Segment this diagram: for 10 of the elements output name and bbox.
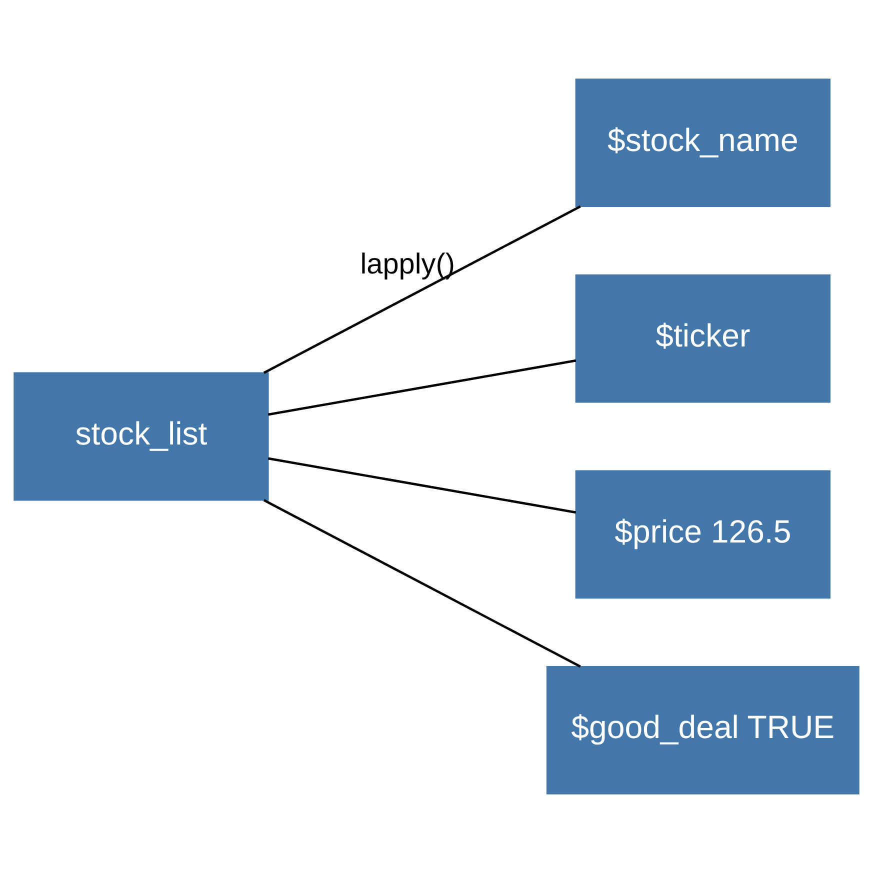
connector xyxy=(268,457,576,514)
node-box: $good_deal TRUE xyxy=(546,666,860,794)
connector xyxy=(268,359,576,416)
node-box: $stock_name xyxy=(575,78,830,207)
node-box: stock_list xyxy=(14,372,269,501)
node-box: $ticker xyxy=(575,274,830,403)
edge-label: lapply() xyxy=(360,248,455,280)
connector xyxy=(263,205,581,374)
node-box: $price 126.5 xyxy=(575,470,830,599)
connector xyxy=(263,499,581,668)
